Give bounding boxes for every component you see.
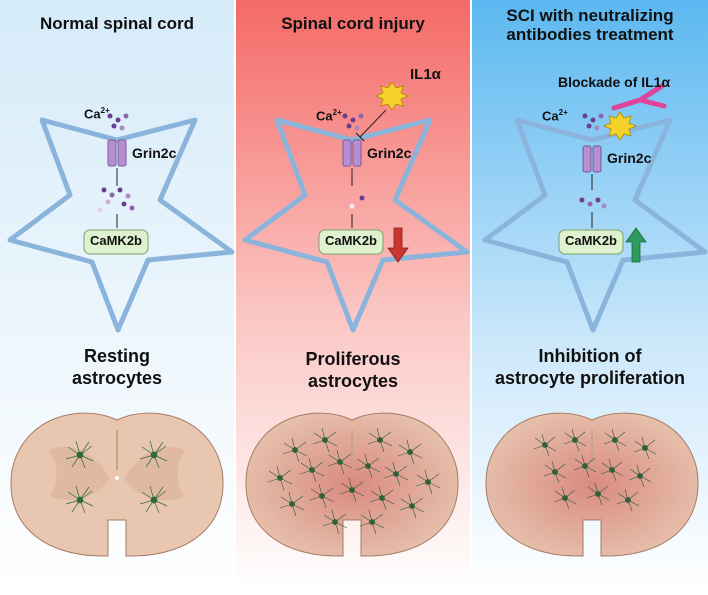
camk2b-box xyxy=(318,229,384,255)
astrocyte-star-outline xyxy=(242,117,470,333)
inhibited-astrocytes xyxy=(533,428,657,512)
calcium-influx xyxy=(579,197,607,209)
grin2c-label: Grin2c xyxy=(607,150,652,166)
astrocyte-star-outline xyxy=(7,117,235,333)
panel-normal-title: Normal spinal cord xyxy=(40,14,194,33)
caption-line1: Inhibition of xyxy=(538,346,642,366)
camk2b-label: CaMK2b xyxy=(324,233,377,248)
calcium-label: Ca2+ xyxy=(542,108,568,124)
camk2b-box xyxy=(83,229,149,255)
calcium-ions xyxy=(582,113,604,131)
camk2b-label: CaMK2b xyxy=(89,233,142,248)
inhibition-caption: Inhibition of astrocyte proliferation xyxy=(472,345,708,389)
calcium-label: Ca2+ xyxy=(316,108,342,124)
il1a-cytokine-icon xyxy=(374,81,410,111)
il1a-label: IL1α xyxy=(410,66,441,83)
antibody-icon xyxy=(611,83,667,111)
camk2b-box xyxy=(558,229,624,255)
resting-astrocytes-caption: Resting astrocytes xyxy=(0,345,234,389)
panel-injury-title: Spinal cord injury xyxy=(281,14,425,33)
spinal-cord-normal xyxy=(10,412,224,557)
proliferous-astrocytes xyxy=(267,427,441,535)
calcium-label: Ca2+ xyxy=(84,106,110,122)
panel-treatment xyxy=(482,83,708,557)
grin2c-receptor-icon xyxy=(107,139,127,167)
panel-injury xyxy=(242,81,470,557)
arrow-down-icon xyxy=(387,227,409,263)
blockade-label: Blockade of IL1α xyxy=(558,74,671,90)
caption-line2: astrocyte proliferation xyxy=(494,368,686,388)
caption-line1: Proliferous xyxy=(305,349,401,369)
calcium-influx xyxy=(349,195,365,209)
panel-treatment-title: SCI with neutralizing antibodies treatme… xyxy=(472,6,708,44)
camk2b-label: CaMK2b xyxy=(564,233,617,248)
caption-line2: astrocytes xyxy=(307,371,399,391)
grin2c-label: Grin2c xyxy=(367,145,412,161)
arrow-up-icon xyxy=(625,227,647,263)
panel-treatment-title-line2: antibodies treatment xyxy=(506,25,674,44)
panel-treatment-title-line1: SCI with neutralizing xyxy=(506,6,674,25)
grin2c-receptor-icon xyxy=(582,145,602,173)
inhibition-bar xyxy=(355,132,365,142)
resting-astrocytes xyxy=(65,440,168,514)
calcium-ions xyxy=(342,113,364,131)
calcium-influx xyxy=(97,187,135,213)
grin2c-label: Grin2c xyxy=(132,145,177,161)
inhibition-line xyxy=(359,109,387,138)
caption-line2: astrocytes xyxy=(71,368,163,388)
il1a-cytokine-icon xyxy=(602,111,638,141)
caption-line1: Resting xyxy=(83,346,150,366)
calcium-ions xyxy=(107,113,129,131)
grin2c-receptor-icon xyxy=(342,139,362,167)
astrocyte-star-outline xyxy=(482,117,708,333)
panel-normal xyxy=(7,113,235,557)
proliferous-astrocytes-caption: Proliferous astrocytes xyxy=(236,348,470,392)
